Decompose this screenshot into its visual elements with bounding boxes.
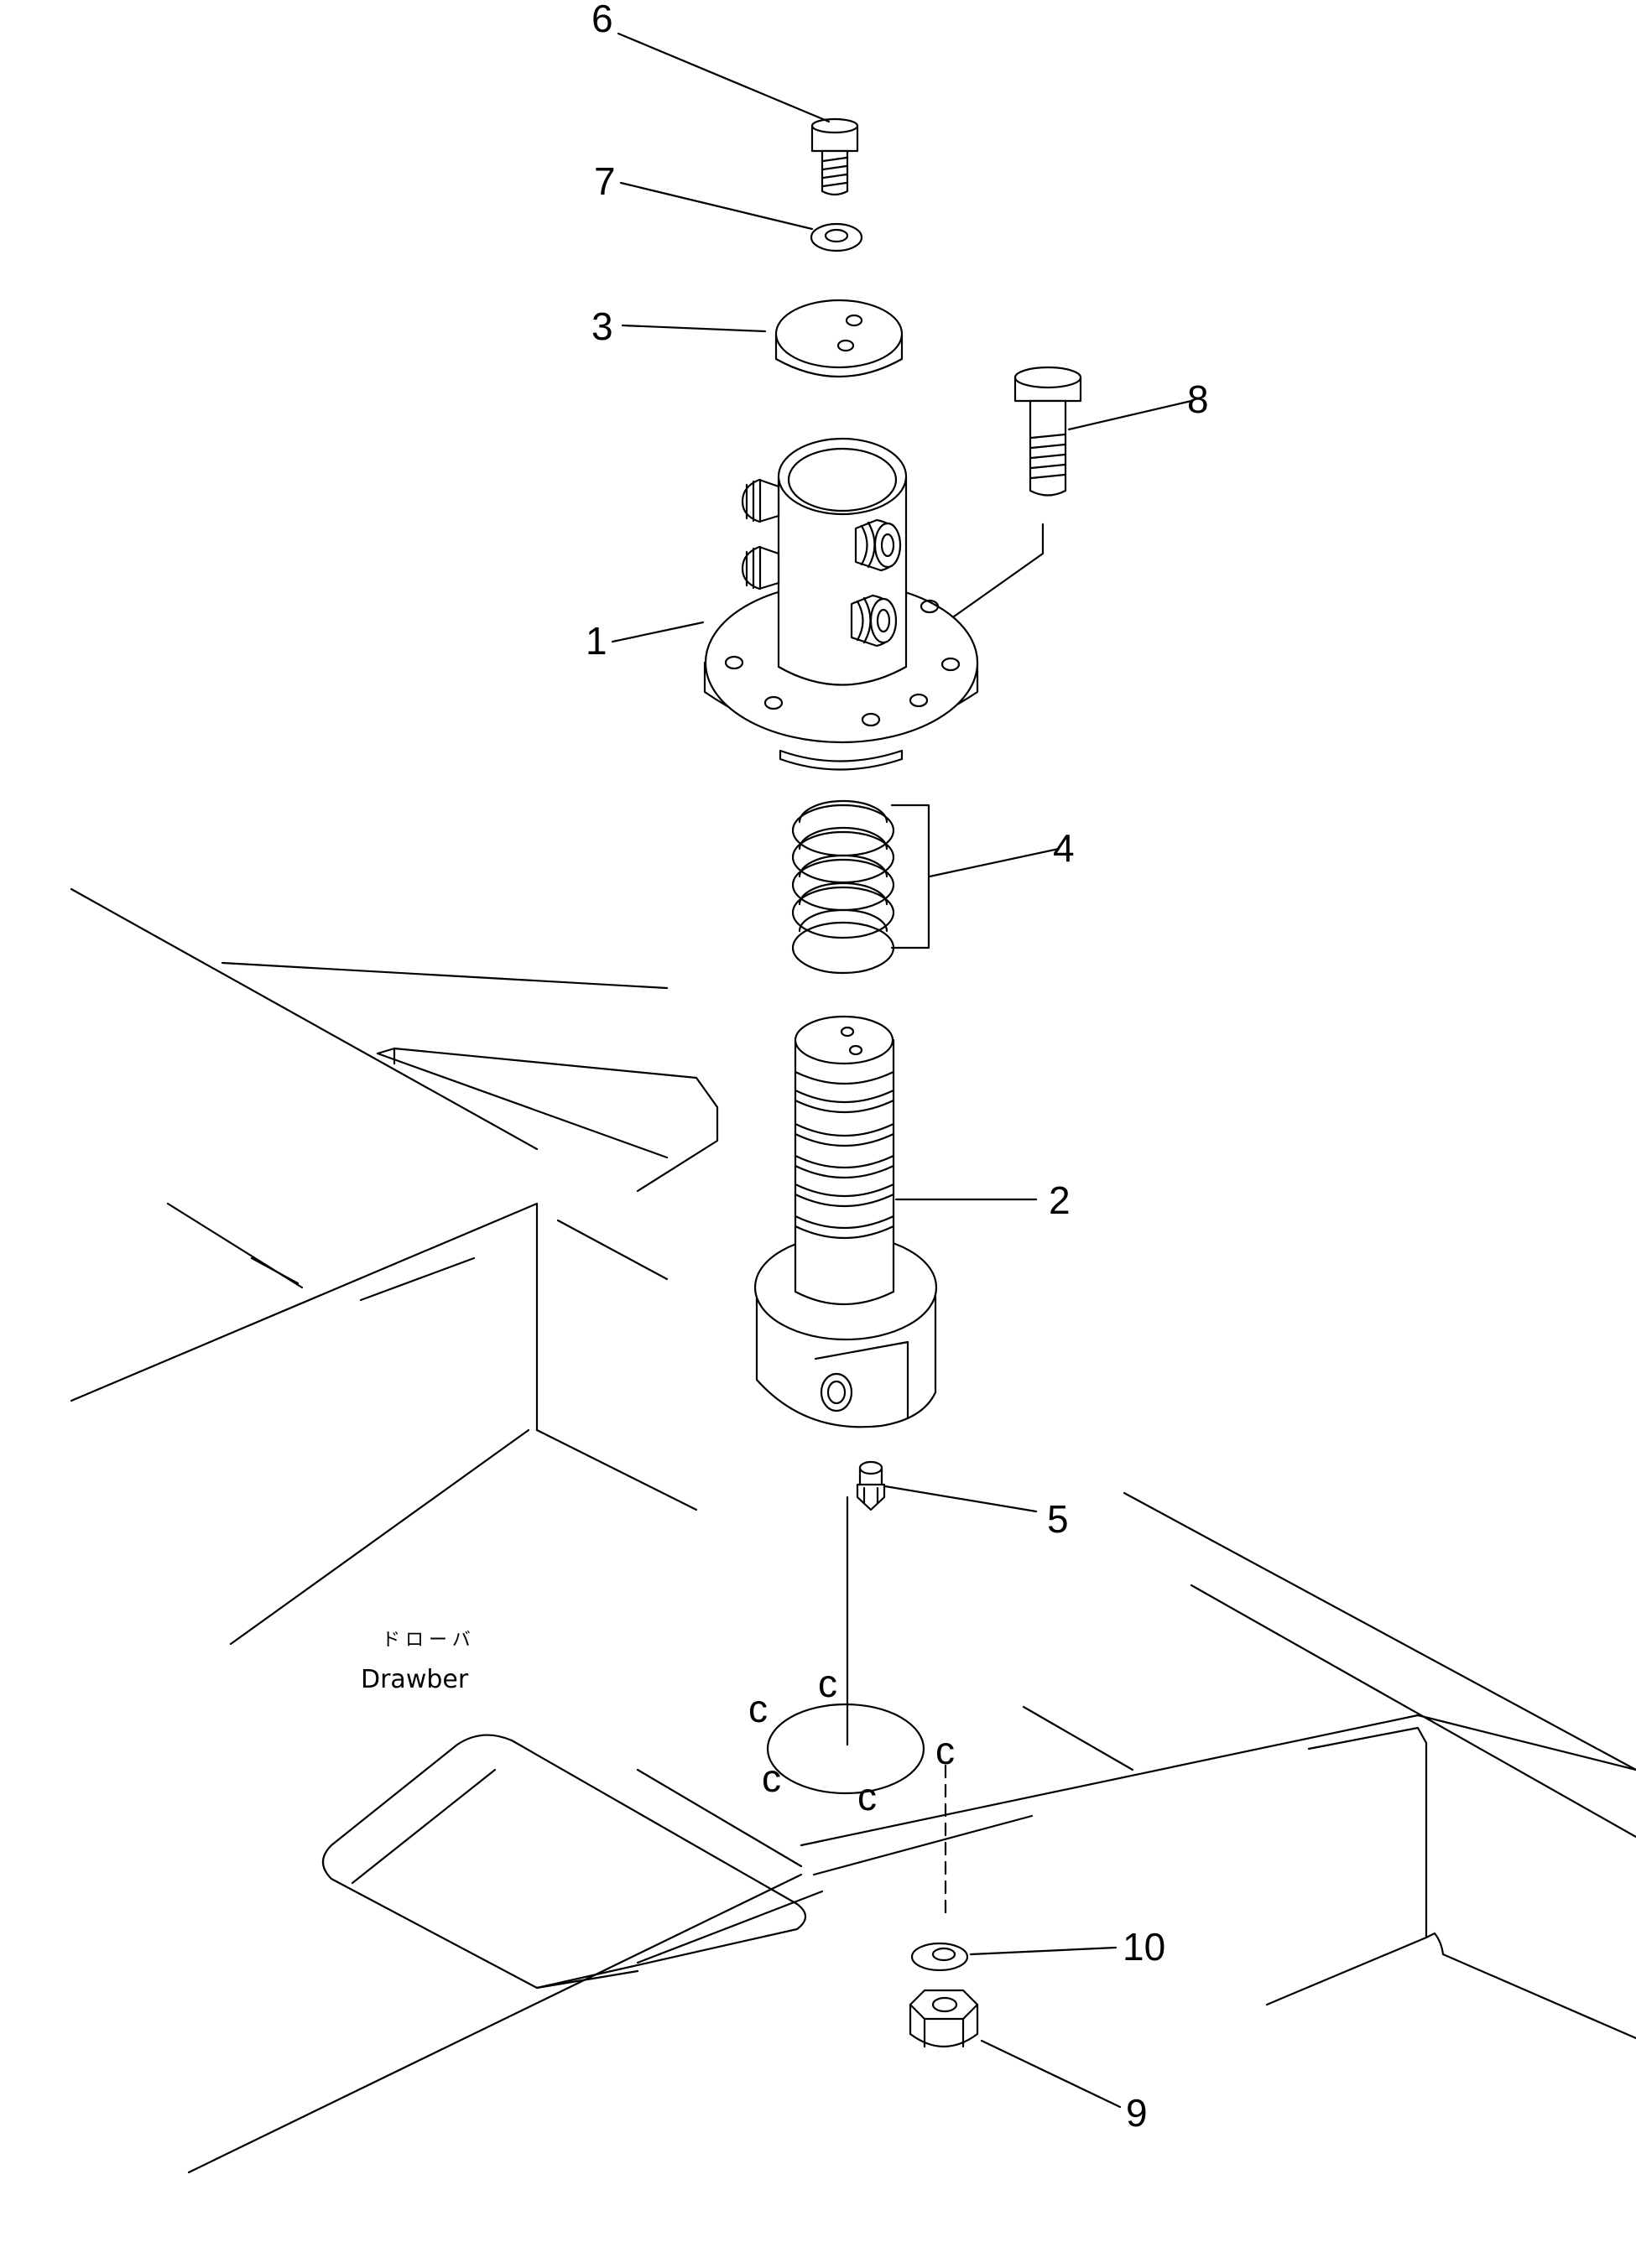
label-part-1: 1 <box>586 619 607 663</box>
assembly-axis-lines <box>846 1466 947 1914</box>
svg-text:c: c <box>762 1756 781 1800</box>
part-number-labels: 6 7 3 8 1 4 2 5 10 9 <box>586 0 1209 2135</box>
label-part-10: 10 <box>1123 1925 1165 1969</box>
part-8-bolt <box>946 366 1082 673</box>
label-part-7: 7 <box>594 159 616 203</box>
label-part-5: 5 <box>1047 1497 1069 1541</box>
label-part-8: 8 <box>1187 377 1209 421</box>
svg-text:c: c <box>935 1729 955 1772</box>
svg-text:c: c <box>748 1687 768 1730</box>
part-1-swivel-housing <box>703 437 979 771</box>
drawbar-frame: c c c c c <box>70 887 1636 2174</box>
svg-text:c: c <box>818 1662 837 1705</box>
part-3-cap-plate <box>774 299 904 377</box>
part-4-o-rings <box>791 799 930 975</box>
label-part-6: 6 <box>591 0 613 40</box>
svg-text:c: c <box>857 1775 877 1818</box>
part-7-washer <box>810 222 863 252</box>
part-2-swivel-spindle <box>753 1015 938 1428</box>
label-part-2: 2 <box>1049 1178 1071 1222</box>
part-10-washer <box>910 1942 969 1972</box>
part-9-nut <box>909 1989 979 2048</box>
part-5-grease-fitting <box>856 1460 886 1511</box>
caption-japanese: ドローバ <box>382 1630 476 1651</box>
label-part-4: 4 <box>1053 826 1075 870</box>
leader-lines <box>611 32 1193 2109</box>
label-part-3: 3 <box>591 304 613 348</box>
drawbar-caption: ドローバ Drawber <box>361 1630 476 1694</box>
caption-english: Drawber <box>361 1665 469 1694</box>
part-6-bolt <box>810 117 859 196</box>
label-part-9: 9 <box>1126 2091 1148 2135</box>
